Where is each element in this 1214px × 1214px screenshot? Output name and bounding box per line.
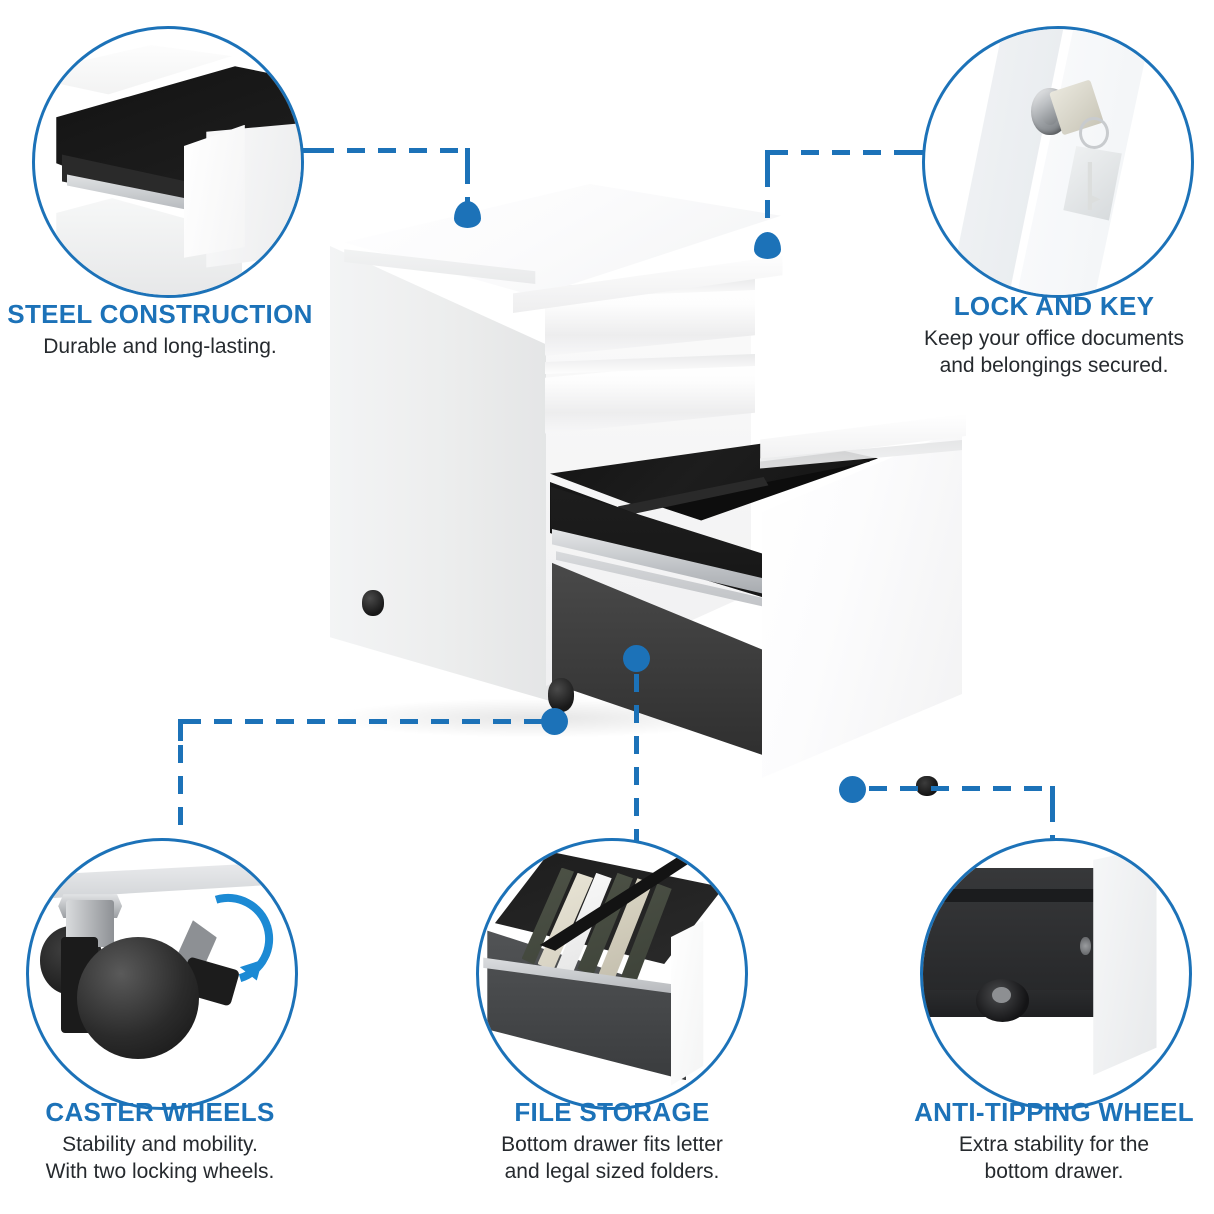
feature-desc-lock-and-key-line-2: and belongings secured. — [939, 353, 1169, 377]
connector-file-pin — [623, 645, 650, 672]
connector-lock-vertical — [765, 169, 770, 231]
cabinet-side-panel-art — [1093, 846, 1157, 1076]
steel-construction-artwork — [35, 29, 301, 295]
feature-desc-steel-construction-line-1: Durable and long-lasting. — [43, 335, 277, 359]
feature-title-lock-and-key: LOCK AND KEY — [953, 291, 1155, 321]
feature-image-caster-wheels — [26, 838, 298, 1110]
connector-antitip-corner-drop — [1050, 786, 1055, 806]
feature-desc-file-storage-line-2: and legal sized folders. — [504, 1159, 720, 1183]
feature-image-steel-construction — [32, 26, 304, 298]
caster-wheels-artwork — [29, 841, 295, 1107]
feature-desc-lock-and-key-line-1: Keep your office documents — [924, 327, 1184, 351]
feature-desc-caster-wheels-line-2: With two locking wheels. — [45, 1159, 275, 1183]
feature-title-anti-tipping-wheel: ANTI-TIPPING WHEEL — [914, 1097, 1194, 1127]
connector-steel-corner-drop — [465, 148, 470, 168]
product-image — [318, 178, 990, 850]
connector-lock-corner-drop — [765, 150, 770, 170]
connector-antitip-pin — [839, 776, 866, 803]
connector-caster-pin — [541, 708, 568, 735]
feature-desc-file-storage-line-1: Bottom drawer fits letter — [501, 1133, 723, 1157]
lock-and-key-artwork — [925, 29, 1191, 295]
feature-desc-caster-wheels-line-1: Stability and mobility. — [62, 1133, 258, 1157]
anti-tipping-wheel-artwork — [923, 841, 1189, 1107]
caster-rear — [362, 590, 384, 616]
feature-image-anti-tipping-wheel — [920, 838, 1192, 1110]
drawer-front-white-art — [670, 920, 704, 1086]
connector-caster-corner-rise — [178, 719, 183, 741]
feature-image-lock-and-key — [922, 26, 1194, 298]
connector-lock-pin — [754, 232, 781, 259]
drawer-groove-art — [923, 888, 1126, 903]
feature-text-lock-and-key: LOCK AND KEY Keep your office documents … — [894, 291, 1214, 380]
connector-caster-vertical — [178, 745, 183, 833]
feature-title-steel-construction: STEEL CONSTRUCTION — [7, 299, 313, 329]
connector-lock-stub — [905, 150, 927, 155]
connector-antitip-vertical — [1050, 804, 1055, 852]
cabinet-left-panel — [330, 246, 550, 701]
caster-wheel-art — [76, 936, 200, 1060]
feature-title-caster-wheels: CASTER WHEELS — [45, 1097, 275, 1127]
feature-desc-anti-tipping-wheel-line-2: bottom drawer. — [984, 1159, 1124, 1183]
mounting-screw-icon — [1079, 936, 1091, 956]
feature-text-steel-construction: STEEL CONSTRUCTION Durable and long-last… — [0, 299, 320, 361]
connector-file-vertical — [634, 674, 639, 842]
feature-desc-anti-tipping-wheel-line-1: Extra stability for the — [958, 1133, 1150, 1157]
connector-steel-vertical — [465, 166, 470, 208]
feature-text-file-storage: FILE STORAGE Bottom drawer fits letter a… — [452, 1097, 772, 1186]
feature-text-caster-wheels: CASTER WHEELS Stability and mobility. Wi… — [0, 1097, 320, 1186]
connector-caster-horizontal — [183, 719, 545, 724]
feature-image-file-storage — [476, 838, 748, 1110]
connector-steel-pin — [454, 201, 481, 228]
connector-steel-horizontal — [316, 148, 468, 153]
caster-front — [548, 678, 574, 712]
connector-lock-horizontal — [770, 150, 916, 155]
feature-text-anti-tipping-wheel: ANTI-TIPPING WHEEL Extra stability for t… — [894, 1097, 1214, 1186]
connector-antitip-horizontal — [869, 786, 1054, 791]
anti-tip-wheel-hub — [992, 987, 1011, 1004]
drawer-front-art — [183, 124, 245, 258]
connector-steel-stub — [296, 148, 320, 153]
feature-title-file-storage: FILE STORAGE — [514, 1097, 710, 1127]
file-storage-artwork — [479, 841, 745, 1107]
key-ring-icon — [1079, 116, 1109, 149]
